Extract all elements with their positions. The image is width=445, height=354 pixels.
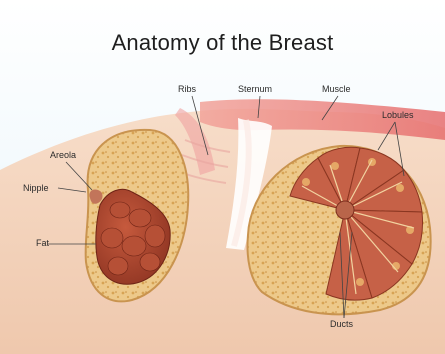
- label-lobules: Lobules: [382, 110, 414, 120]
- label-areola: Areola: [50, 150, 76, 160]
- label-ribs: Ribs: [178, 84, 196, 94]
- label-nipple: Nipple: [23, 183, 49, 193]
- label-sternum: Sternum: [238, 84, 272, 94]
- label-fat: Fat: [36, 238, 49, 248]
- diagram-title: Anatomy of the Breast: [0, 30, 445, 56]
- label-ducts: Ducts: [330, 319, 353, 329]
- label-muscle: Muscle: [322, 84, 351, 94]
